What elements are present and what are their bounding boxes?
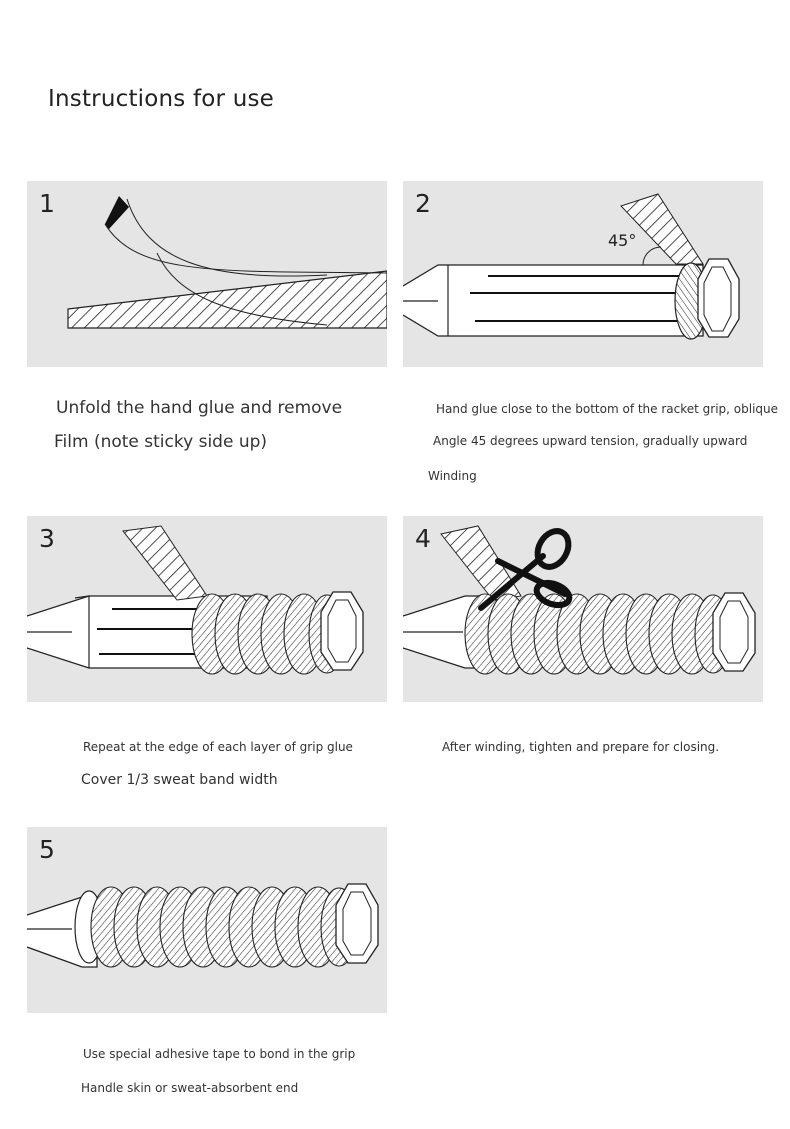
step-3-number: 3 [39,524,55,553]
step-3-caption-line-1: Repeat at the edge of each layer of grip… [83,740,353,754]
step-2-caption-line-3: Winding [428,469,477,483]
step-2-illustration: 2 45° [403,181,763,367]
step-3-illustration: 3 [27,516,387,702]
tape-start-drawing [403,193,740,340]
tape-winding-drawing [27,525,364,675]
tape-sealed-drawing [27,883,379,968]
step-4-number: 4 [415,524,431,553]
scissors-icon [478,528,573,611]
step-1-caption-line-1: Unfold the hand glue and remove [56,398,343,418]
step-2-caption-line-1: Hand glue close to the bottom of the rac… [436,402,779,416]
page-title: Instructions for use [48,86,275,112]
step-5-caption-line-2: Handle skin or sweat-absorbent end [81,1081,299,1095]
tape-finish-drawing [403,525,756,675]
step-5-caption-line-1: Use special adhesive tape to bond in the… [83,1047,356,1061]
step-5-illustration: 5 [27,827,387,1013]
step-2-caption-line-2: Angle 45 degrees upward tension, gradual… [433,434,748,448]
step-3-caption-line-2: Cover 1/3 sweat band width [81,772,278,788]
step-2-number: 2 [415,189,431,218]
angle-label: 45° [608,231,637,250]
step-4-illustration: 4 [403,516,763,702]
tape-unfold-drawing [67,196,387,329]
step-1-caption-line-2: Film (note sticky side up) [54,432,268,452]
step-1-number: 1 [39,189,55,218]
step-5-number: 5 [39,835,55,864]
step-1-illustration: 1 [27,181,387,367]
step-4-caption-line-1: After winding, tighten and prepare for c… [442,740,720,754]
